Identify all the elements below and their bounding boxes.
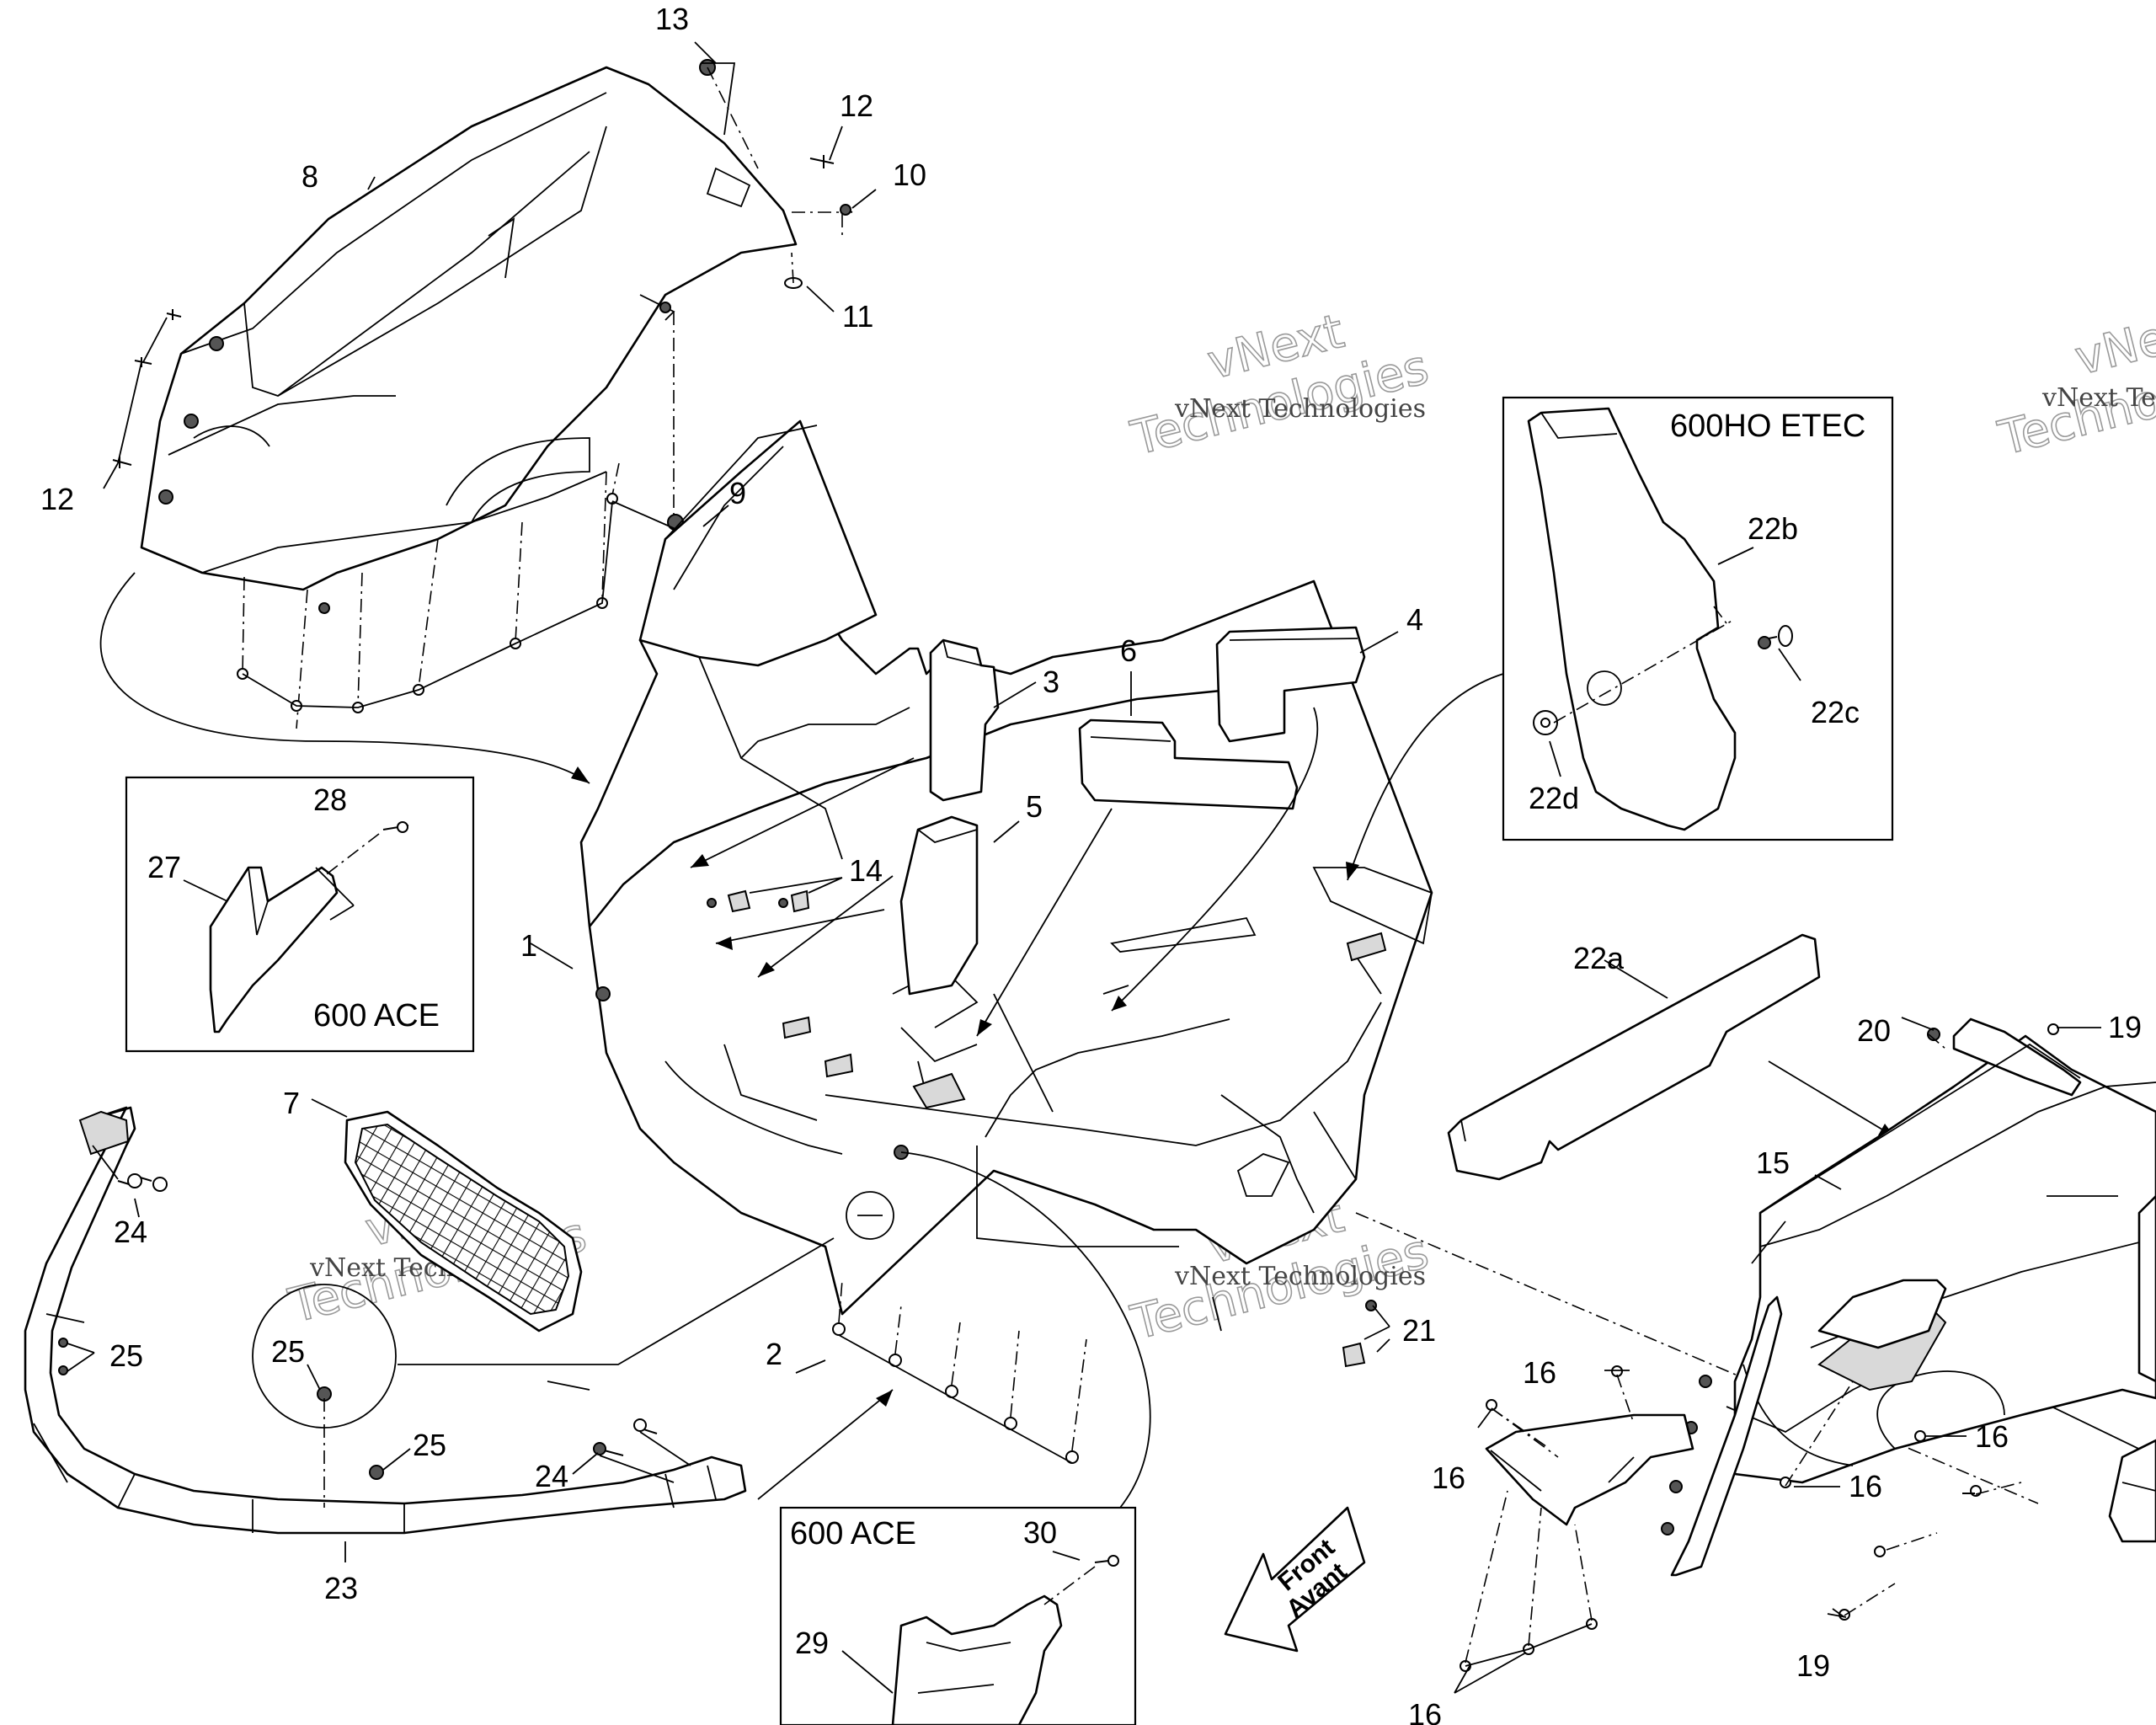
part-7-grille (344, 1110, 583, 1332)
callout-15: 15 (1756, 1146, 1790, 1180)
body-lower-fasteners (832, 1151, 1151, 1509)
part-23-bumper (24, 1106, 747, 1535)
svg-text:vNext Technologies: vNext Technologies (2041, 383, 2156, 413)
callout-14: 14 (849, 853, 883, 888)
front-direction-arrow: Front Avant (1224, 1506, 1366, 1653)
callout-20: 20 (1857, 1013, 1891, 1048)
callout-11: 11 (842, 299, 873, 334)
callout-28: 28 (313, 782, 347, 817)
callout-16-c: 16 (1975, 1419, 2009, 1454)
inset-box-600ace-bottom: 600 ACE (779, 1506, 1137, 1725)
callout-16-e: 16 (1408, 1697, 1442, 1725)
bumper-fasteners (58, 1145, 835, 1508)
fasteners-14 (707, 889, 810, 913)
callout-25-right: 25 (413, 1428, 446, 1462)
callout-leaders (67, 41, 2118, 1694)
part-5-pad (899, 815, 979, 996)
callout-25-circle: 25 (271, 1334, 305, 1369)
callout-16-b: 16 (1432, 1461, 1465, 1495)
callout-22b: 22b (1748, 511, 1798, 546)
callout-27: 27 (147, 850, 181, 884)
inset-title-600ho: 600HO ETEC (1670, 409, 1865, 444)
inset-box-600ho-etec: 600HO ETEC (1502, 396, 1894, 841)
svg-text:vNext: vNext (2070, 300, 2156, 387)
callout-24-left: 24 (114, 1215, 147, 1249)
callout-6: 6 (1120, 633, 1137, 668)
callout-2: 2 (766, 1337, 782, 1371)
callout-1: 1 (520, 928, 537, 963)
callout-10: 10 (893, 158, 926, 192)
watermark-center: vNext Technologies vNext Technologies (1125, 303, 1434, 467)
callout-16-a: 16 (1523, 1355, 1556, 1390)
callout-19-top: 19 (2108, 1010, 2142, 1044)
callout-30: 30 (1023, 1515, 1057, 1550)
part-22a-pad (1447, 933, 1821, 1181)
callout-21: 21 (1402, 1313, 1436, 1348)
detail-circle (252, 1284, 397, 1429)
part-3-pad (929, 638, 1000, 802)
callout-7: 7 (283, 1086, 300, 1120)
callout-24-right: 24 (535, 1459, 568, 1493)
part-1-main-body (579, 419, 1433, 1332)
watermark-right: vNext Technologies vNext Technologies (1993, 299, 2156, 467)
callout-8: 8 (302, 159, 318, 194)
svg-text:vNext Technologies: vNext Technologies (1174, 394, 1426, 424)
callout-9: 9 (729, 476, 746, 510)
part-6-pad (1078, 718, 1299, 810)
callout-23: 23 (324, 1571, 358, 1605)
part-8-fasteners (112, 59, 853, 729)
svg-text:vNext Technologies: vNext Technologies (1174, 1262, 1426, 1291)
callout-4: 4 (1406, 602, 1423, 637)
callout-19-bottom: 19 (1796, 1648, 1830, 1683)
inset-title-600ace-bottom: 600 ACE (790, 1516, 916, 1551)
callout-22d: 22d (1529, 781, 1579, 815)
inset-title-600ace-left: 600 ACE (313, 998, 440, 1033)
callout-3: 3 (1043, 665, 1059, 699)
callout-12-top: 12 (840, 88, 873, 123)
callout-22c: 22c (1811, 695, 1860, 729)
part-8-upper-panel (140, 66, 798, 614)
assembly-arrows (99, 572, 2156, 1500)
callout-13: 13 (655, 2, 689, 36)
callout-22a: 22a (1573, 941, 1625, 975)
callout-labels: 1 2 3 4 5 6 7 8 9 10 11 12 12 13 14 15 1… (40, 2, 2142, 1725)
side-panel-fasteners (1460, 1023, 2059, 1672)
callout-25-left: 25 (109, 1338, 143, 1373)
callout-29: 29 (795, 1626, 829, 1660)
callout-12-left: 12 (40, 482, 74, 516)
part-4-pad (1215, 626, 1366, 743)
callout-16-d: 16 (1849, 1469, 1882, 1503)
inset-box-600ace-left: 600 ACE (125, 776, 475, 1053)
fastener-21 (1342, 1212, 2039, 1504)
callout-5: 5 (1026, 789, 1043, 824)
